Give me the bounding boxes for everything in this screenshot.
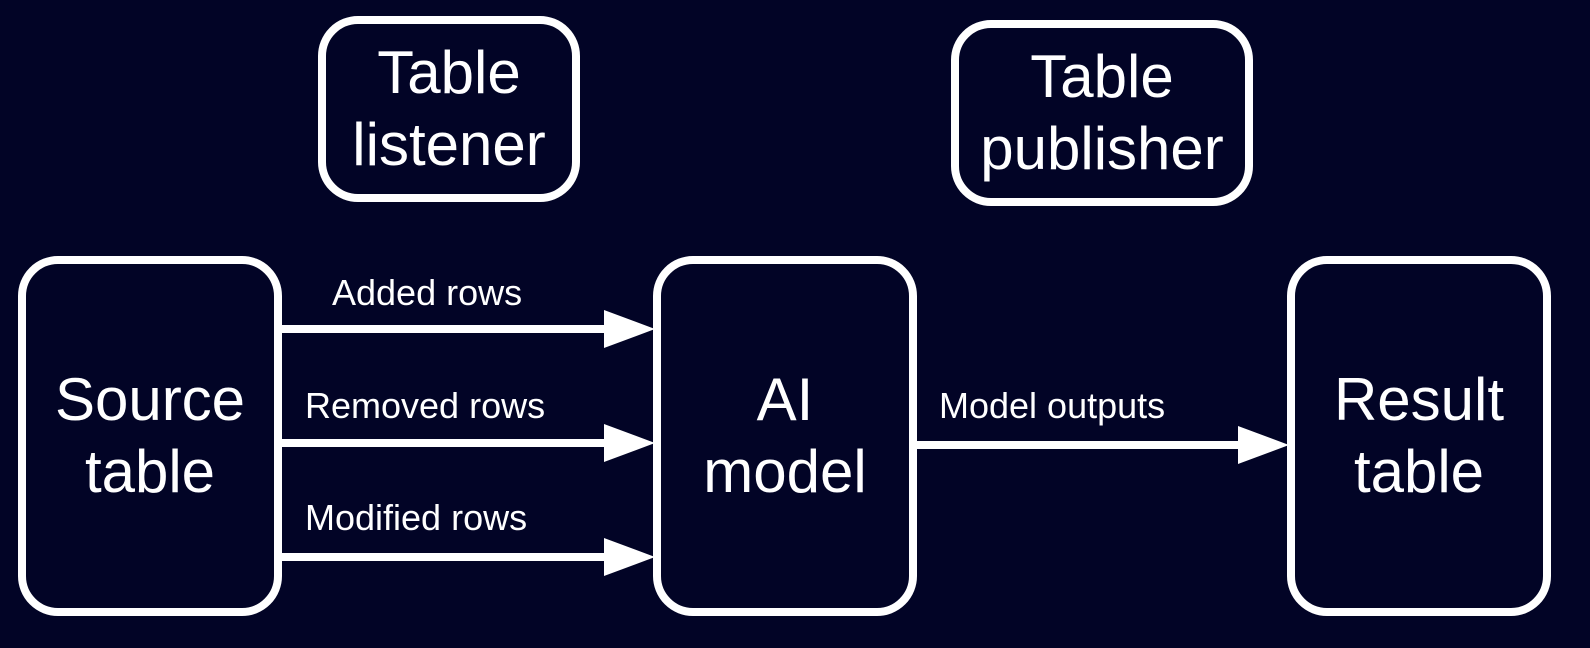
ai-model-box: AI model [653,256,917,616]
arrow-added-rows [282,310,655,348]
model-outputs-label: Model outputs [939,385,1166,426]
table-listener-label: Table listener [352,39,546,178]
table-publisher-label: Table publisher [980,43,1224,182]
arrow-model-outputs [917,426,1289,464]
result-table-label: Result table [1333,366,1505,505]
ai-model-label: AI model [703,366,867,505]
removed-rows-label: Removed rows [305,385,546,426]
arrow-modified-rows [282,538,655,576]
added-rows-label: Added rows [332,272,523,313]
arrow-model-outputs-head [1238,426,1289,464]
source-table-box: Source table [18,256,282,616]
modified-rows-label: Modified rows [305,497,528,538]
table-listener-box: Table listener [318,16,580,202]
arrow-modified-rows-head [604,538,655,576]
arrow-added-rows-head [604,310,655,348]
source-table-label: Source table [54,366,246,505]
arrow-removed-rows-head [604,424,655,462]
table-publisher-box: Table publisher [951,20,1253,206]
result-table-box: Result table [1287,256,1551,616]
arrow-removed-rows [282,424,655,462]
